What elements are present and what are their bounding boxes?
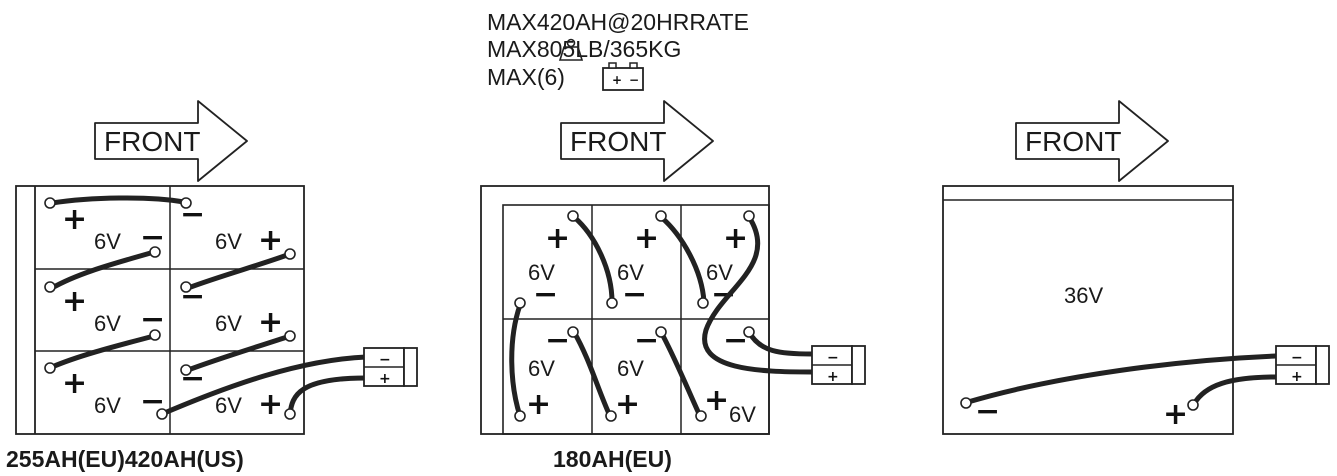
plug-plus: + [379,371,391,387]
plus-sign: + [258,387,283,422]
weight-icon [558,38,584,61]
battery-box-middle [480,185,770,435]
front-arrow-right: FRONT [1015,100,1169,182]
plug-minus: − [1291,350,1303,366]
middle-terminals [514,210,755,422]
spec-count: MAX(6) [487,64,565,90]
plus-sign: + [258,305,283,340]
minus-sign: − [533,277,558,312]
minus-sign: − [634,323,659,358]
left-terminals [44,197,296,420]
plus-sign: + [615,387,640,422]
right-cables [965,353,1279,407]
plus-sign: + [258,223,283,258]
plus-sign: + [1163,397,1188,432]
plus-sign: + [526,387,551,422]
connector-plug-right: − + [1275,345,1330,385]
caption-middle: 180AH(EU) [553,446,672,472]
front-label-middle: FRONT [570,126,666,157]
middle-cables [509,214,815,419]
minus-sign: − [545,323,570,358]
battery-voltage-label: 6V [617,356,644,381]
plug-minus: − [827,350,839,366]
battery-voltage-label: 6V [617,260,644,285]
connector-plug-middle: − + [811,345,866,385]
battery-voltage-label: 6V [528,356,555,381]
battery-voltage-label: 6V [215,229,242,254]
plus-sign: + [704,383,729,418]
battery-voltage-label: 6V [94,311,121,336]
battery-box-left [15,185,305,435]
plus-sign: + [62,284,87,319]
left-cables [49,195,369,417]
battery-voltage-label: 6V [729,402,756,427]
left-6v-labels: 6V 6V 6V 6V 6V 6V [94,229,242,418]
plus-sign: + [62,366,87,401]
front-label-right: FRONT [1025,126,1121,157]
spec-capacity: MAX420AH@20HRRATE [487,9,749,35]
battery-voltage-label: 6V [94,393,121,418]
plus-sign: + [545,221,570,256]
front-arrow-left: FRONT [94,100,248,182]
front-label-left: FRONT [104,126,200,157]
right-terminal-signs: − + [975,394,1188,432]
middle-6v-labels: 6V 6V 6V 6V 6V 6V [528,260,756,427]
battery-voltage-label: 6V [215,311,242,336]
caption-left: 255AH(EU)420AH(US) [6,446,244,472]
battery-icon-plus: + [612,73,622,87]
battery-icon-minus: − [629,73,639,87]
battery-icon: + − [602,62,644,91]
spec-weight: MAX805LB/365KG [487,36,682,62]
plug-plus: + [827,369,839,385]
battery-voltage-label: 6V [94,229,121,254]
minus-sign: − [723,323,748,358]
battery-voltage-label: 6V [215,393,242,418]
plus-sign: + [634,221,659,256]
battery-box-right [942,185,1234,435]
plug-plus: + [1291,369,1303,385]
connector-plug-left: − + [363,347,418,387]
plus-sign: + [723,221,748,256]
minus-sign: − [975,394,1000,429]
plug-minus: − [379,352,391,368]
right-terminals [960,397,1199,411]
pack-voltage-label: 36V [1064,283,1103,308]
battery-voltage-label: 6V [528,260,555,285]
plus-sign: + [62,202,87,237]
battery-voltage-label: 6V [706,260,733,285]
front-arrow-middle: FRONT [560,100,714,182]
middle-terminal-signs: + + + − − − − − − + + + [526,221,748,422]
minus-sign: − [622,277,647,312]
